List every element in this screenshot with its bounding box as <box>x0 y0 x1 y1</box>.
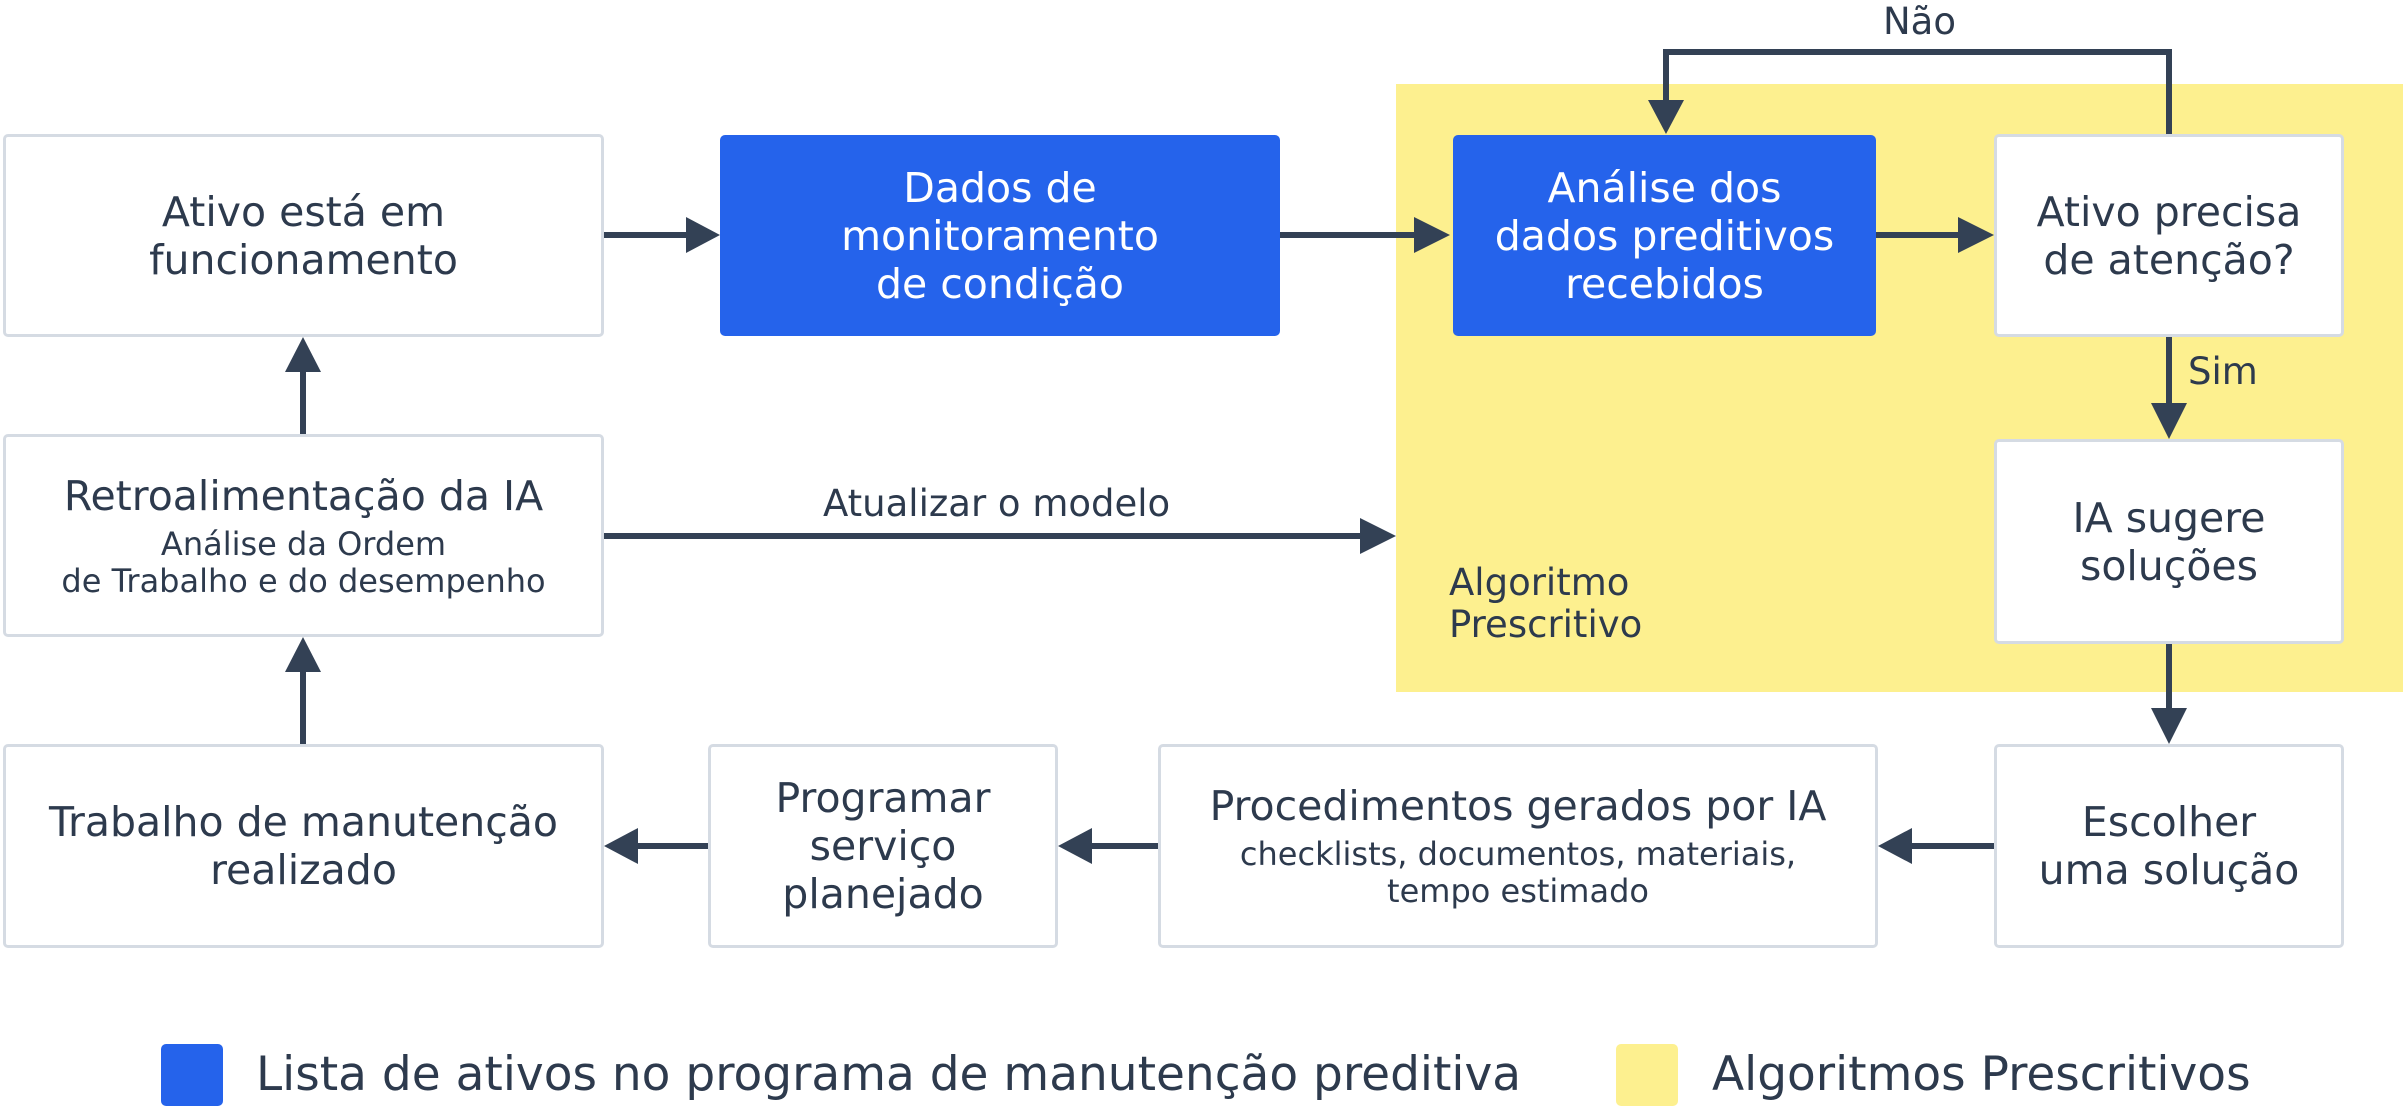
edge-no-loop <box>1663 49 2172 134</box>
node-title: Ativo precisa de atenção? <box>2036 187 2302 284</box>
edge-label-update-model: Atualizar o modelo <box>823 482 1171 525</box>
arrowhead <box>686 217 720 253</box>
arrowhead <box>1414 217 1450 253</box>
node-condition-monitoring: Dados de monitoramento de condição <box>720 135 1280 336</box>
arrowhead <box>1648 100 1684 134</box>
legend-swatch-prescriptive <box>1616 1044 1678 1106</box>
node-ai-feedback: Retroalimentação da IA Análise da Ordem … <box>3 434 604 637</box>
node-subtitle: checklists, documentos, materiais, tempo… <box>1239 835 1797 910</box>
node-title: Ativo está em funcionamento <box>149 187 458 284</box>
arrowhead <box>604 828 638 864</box>
legend-label-predictive: Lista de ativos no programa de manutençã… <box>256 1047 1522 1102</box>
node-choose-solution: Escolher uma solução <box>1994 744 2344 948</box>
arrowhead <box>285 337 321 372</box>
node-title: Escolher uma solução <box>2038 798 2300 894</box>
arrowhead <box>285 637 321 672</box>
legend-label-prescriptive: Algoritmos Prescritivos <box>1712 1047 2251 1102</box>
node-ai-procedures: Procedimentos gerados por IA checklists,… <box>1158 744 1878 948</box>
node-asset-running: Ativo está em funcionamento <box>3 134 604 337</box>
node-title: Programar serviço planejado <box>775 774 991 918</box>
arrowhead <box>2151 708 2187 744</box>
node-title: Dados de monitoramento de condição <box>841 163 1159 308</box>
region-label: Algoritmo Prescritivo <box>1449 561 1643 646</box>
node-predictive-analysis: Análise dos dados preditivos recebidos <box>1453 135 1876 336</box>
arrowhead <box>1958 217 1994 253</box>
node-subtitle: Análise da Ordem de Trabalho e do desemp… <box>61 524 546 600</box>
node-ai-suggests: IA sugere soluções <box>1994 439 2344 644</box>
node-title: IA sugere soluções <box>2072 493 2266 590</box>
node-maintenance-done: Trabalho de manutenção realizado <box>3 744 604 948</box>
edge-label-yes: Sim <box>2188 350 2258 393</box>
arrowhead <box>1878 828 1912 864</box>
edge-label-no: Não <box>1883 0 1956 43</box>
node-title: Análise dos dados preditivos recebidos <box>1494 163 1835 308</box>
node-title: Trabalho de manutenção realizado <box>49 798 558 894</box>
arrowhead <box>2151 403 2187 439</box>
arrowhead <box>1360 518 1396 554</box>
legend-swatch-predictive <box>161 1044 223 1106</box>
node-schedule-service: Programar serviço planejado <box>708 744 1058 948</box>
arrowhead <box>1058 828 1092 864</box>
node-title: Procedimentos gerados por IA <box>1209 782 1827 830</box>
node-needs-attention: Ativo precisa de atenção? <box>1994 134 2344 337</box>
node-title: Retroalimentação da IA <box>63 471 544 520</box>
